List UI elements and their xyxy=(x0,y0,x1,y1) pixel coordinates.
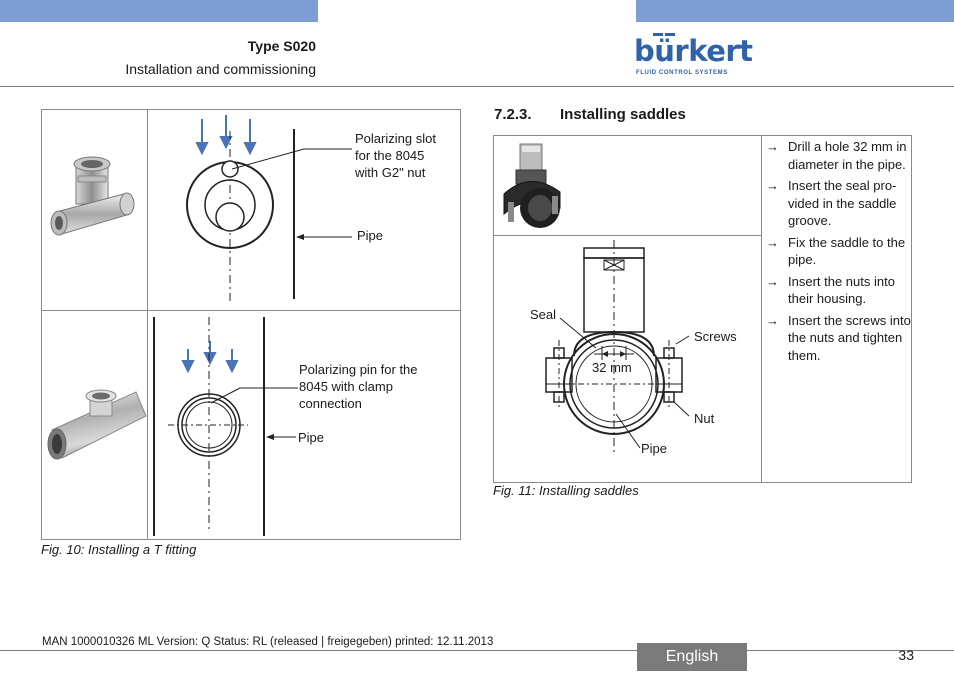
document-type-label: Type S020 xyxy=(247,38,316,54)
page-number: 33 xyxy=(898,647,914,663)
saddle-diagram xyxy=(545,240,690,452)
arrow-right-icon: → xyxy=(766,139,779,154)
section-number: 7.2.3. xyxy=(494,106,532,123)
screws-label: Screws xyxy=(694,329,737,344)
polarizing-slot-annotation: Polarizing slot for the 8045 with G2" nu… xyxy=(355,131,436,180)
arrow-right-icon: → xyxy=(766,234,779,250)
dimension-label: 32 mm xyxy=(592,360,632,375)
footer-divider xyxy=(0,650,954,651)
arrow-right-icon: → xyxy=(766,312,779,328)
arrow-right-icon: → xyxy=(766,273,779,289)
pipe-label: Pipe xyxy=(641,441,668,456)
header-bar-right xyxy=(636,0,954,22)
header-divider xyxy=(0,86,954,87)
step-item: →Insert the seal pro-vided in the saddle… xyxy=(766,178,897,228)
installation-steps: →Drill a hole 32 mm in diameter in the p… xyxy=(766,138,912,368)
figure11-column-divider xyxy=(761,136,762,482)
step-item: →Insert the nuts into their housing. xyxy=(766,273,895,307)
section-heading: 7.2.3. Installing saddles xyxy=(494,106,686,123)
step-item: →Insert the screws into the nuts and tig… xyxy=(766,312,911,363)
chapter-subtitle: Installation and commissioning xyxy=(125,61,316,77)
figure11-row-divider xyxy=(494,235,761,236)
figure11-caption: Fig. 11: Installing saddles xyxy=(493,483,639,498)
figure11-table xyxy=(493,135,912,483)
t-fitting-photo xyxy=(50,156,135,236)
t-fitting-top-diagram xyxy=(186,115,352,301)
pipe-annotation-top: Pipe xyxy=(357,228,384,243)
logo-tagline: FLUID CONTROL SYSTEMS xyxy=(636,70,728,76)
language-tab: English xyxy=(637,643,747,671)
seal-label: Seal xyxy=(530,307,557,322)
nut-label: Nut xyxy=(694,411,715,426)
polarizing-pin-annotation: Polarizing pin for the 8045 with clamp c… xyxy=(299,362,418,411)
saddle-photo xyxy=(503,143,561,228)
logo-wordmark: bürkert xyxy=(634,34,753,68)
pipe-annotation-bottom: Pipe xyxy=(298,430,325,445)
figure10-row-divider xyxy=(42,310,460,311)
clamp-pipe-photo xyxy=(47,389,147,460)
step-item: →Fix the saddle to the pipe. xyxy=(766,234,906,268)
clamp-pipe-diagram xyxy=(153,317,298,536)
arrow-right-icon: → xyxy=(766,178,779,193)
header-bar-left xyxy=(0,0,318,22)
document-info: MAN 1000010326 ML Version: Q Status: RL … xyxy=(42,636,494,648)
section-title: Installing saddles xyxy=(560,106,686,123)
step-item: →Drill a hole 32 mm in diameter in the p… xyxy=(766,139,907,172)
figure10-column-divider xyxy=(147,110,148,539)
figure10-caption: Fig. 10: Installing a T fitting xyxy=(41,542,197,557)
figure10-table xyxy=(41,109,461,540)
